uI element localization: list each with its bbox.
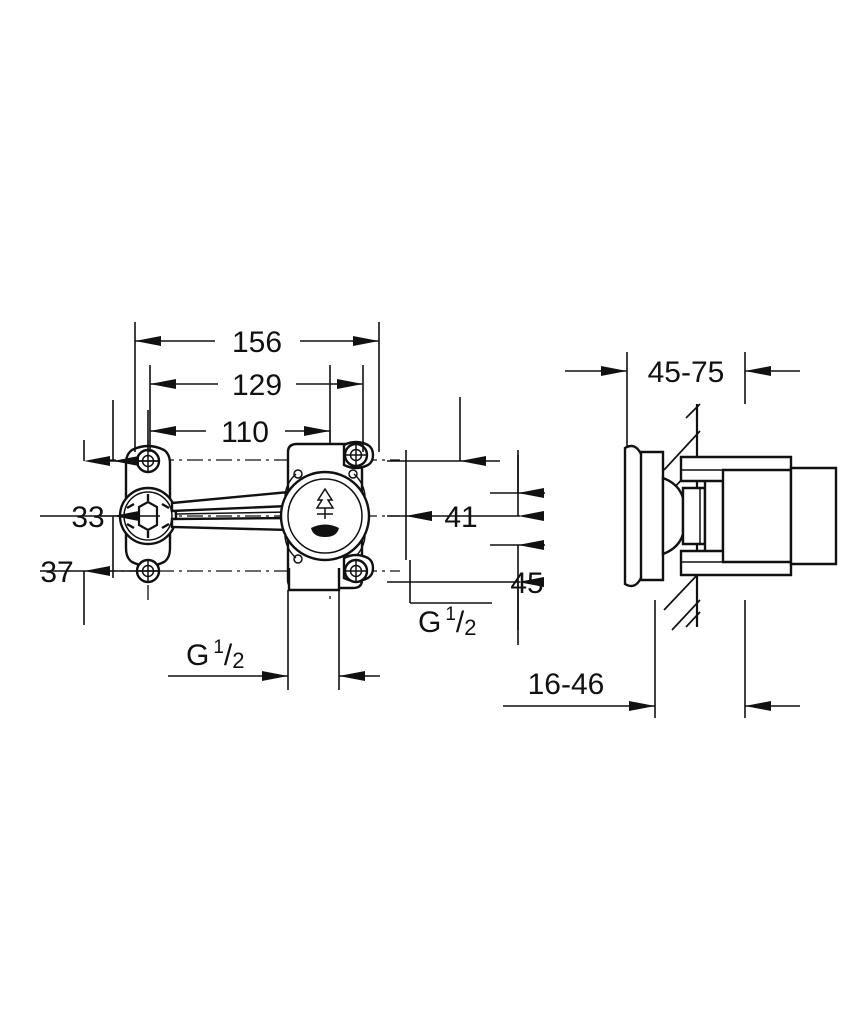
dim-label-37: 37 (40, 556, 73, 589)
dim-label-156: 156 (232, 326, 282, 359)
connecting-arm (170, 490, 291, 532)
brand-mark-icon (311, 487, 339, 537)
dim-37: 37 (40, 556, 160, 625)
side-dimensions: 45-75 16-46 (490, 352, 800, 718)
dim-label-45-75: 45-75 (648, 356, 725, 389)
dim-label-33: 33 (71, 501, 104, 534)
dim-41: 41 (387, 397, 520, 560)
side-view-group (623, 403, 838, 631)
dim-label-41: 41 (444, 501, 477, 534)
dim-16-46: 16-46 (503, 600, 800, 718)
dim-33: 33 (40, 400, 160, 578)
escutcheon (623, 444, 685, 588)
valve-body (279, 440, 375, 592)
cartridge-body (679, 455, 838, 577)
dim-label-110: 110 (221, 416, 269, 449)
front-view-group (100, 430, 400, 600)
dim-156: 156 (135, 326, 379, 359)
dim-110: 110 (150, 416, 330, 449)
dim-129: 129 (150, 365, 364, 452)
dim-label-129: 129 (232, 369, 282, 402)
dim-45-side (490, 455, 545, 630)
dim-label-45-front: 45 (510, 567, 543, 600)
dim-label-16-46: 16-46 (528, 668, 605, 701)
front-dimensions: 156 129 110 33 37 (40, 322, 544, 690)
left-flange-assembly (118, 444, 178, 584)
dim-45-75: 45-75 (565, 356, 800, 389)
